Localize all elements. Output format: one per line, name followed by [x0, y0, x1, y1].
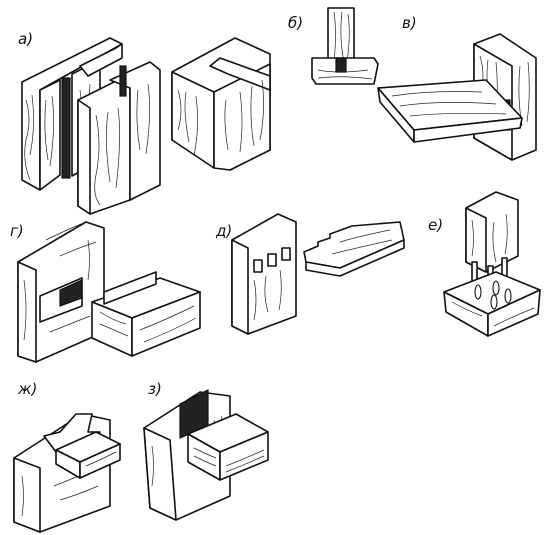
label-v: в): [402, 14, 417, 32]
comb-board-d: [303, 221, 405, 277]
grooved-base-b: [311, 57, 379, 85]
dowel-board-e: [465, 191, 519, 287]
label-zh: ж): [17, 380, 37, 398]
label-e: е): [428, 216, 443, 234]
panel-e: е): [428, 191, 541, 337]
panel-z: з): [143, 380, 269, 521]
drilled-base-e: [443, 271, 541, 337]
panel-b: б): [288, 7, 379, 85]
label-a: а): [18, 30, 33, 48]
joined-boards-a: [171, 37, 271, 171]
slanted-board-v: [377, 79, 523, 143]
panel-d: д): [215, 213, 405, 335]
label-g: г): [10, 222, 24, 240]
label-b: б): [288, 14, 303, 32]
panel-a: а): [18, 30, 271, 215]
label-z: з): [148, 380, 162, 398]
mortise-board-g: [17, 221, 105, 363]
tenon-board-g: [91, 271, 201, 357]
tongue-board-a: [77, 61, 161, 215]
label-d: д): [215, 222, 232, 240]
panel-zh: ж): [13, 380, 121, 533]
panel-v: в): [377, 14, 537, 161]
panel-g: г): [10, 221, 201, 363]
inserted-block-z: [187, 413, 269, 481]
mortised-board-d: [231, 213, 297, 335]
dovetail-tenon-zh: [55, 431, 121, 479]
grooved-board-z: [143, 389, 231, 521]
